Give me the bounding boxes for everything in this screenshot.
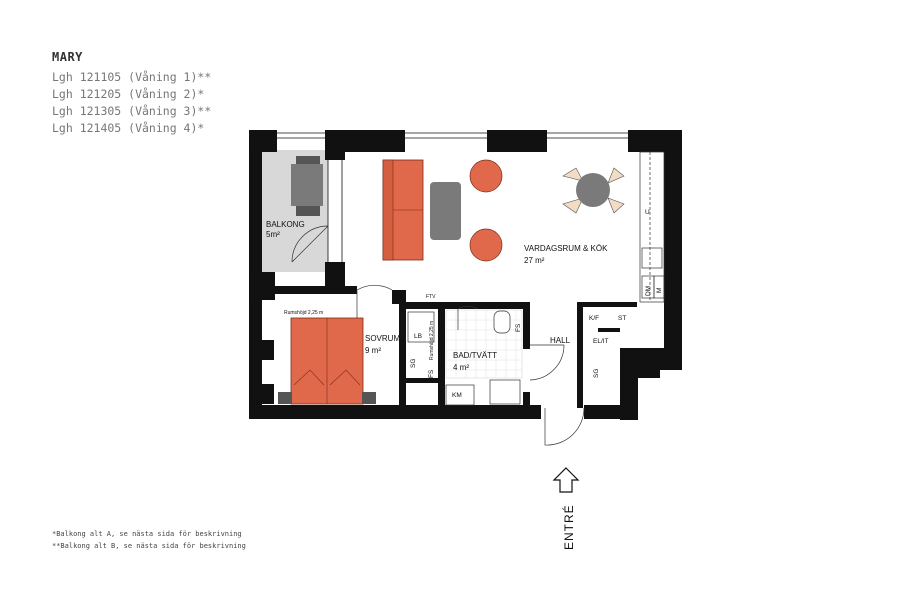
label-sg-hall: SG xyxy=(593,369,600,378)
bedroom-area: 9 m² xyxy=(365,346,381,355)
unit-line-3: Lgh 121305 (Våning 3)** xyxy=(52,104,212,118)
bed xyxy=(278,317,376,405)
label-u: U xyxy=(645,209,650,216)
sofa xyxy=(382,159,424,261)
label-st: ST xyxy=(618,315,626,322)
hall-label: HALL xyxy=(550,336,571,345)
label-dm: DM xyxy=(645,286,652,296)
balcony-area: 5m² xyxy=(266,230,280,239)
label-kf: K/F xyxy=(589,315,599,322)
unit-line-2: Lgh 121205 (Våning 2)* xyxy=(52,87,205,101)
label-room-height-bath: Rumshöjd 2,25 m xyxy=(429,321,435,360)
windows xyxy=(251,132,628,405)
bedroom-label: SOVRUM xyxy=(365,334,400,343)
dining-set xyxy=(562,167,625,214)
label-room-height: Rumshöjd 2,25 m xyxy=(284,310,323,316)
label-km: KM xyxy=(452,392,462,399)
bathroom-area: 4 m² xyxy=(453,363,469,372)
bathroom-label: BAD/TVÄTT xyxy=(453,351,497,360)
label-m: M xyxy=(656,288,663,293)
entrance-label: ENTRÉ xyxy=(561,504,576,550)
balcony-furniture xyxy=(291,156,323,216)
balcony-label: BALKONG xyxy=(266,220,305,229)
unit-line-1: Lgh 121105 (Våning 1)** xyxy=(52,70,212,84)
armchairs xyxy=(469,159,503,262)
walls xyxy=(249,130,682,420)
footnotes: *Balkong alt A, se nästa sida för beskri… xyxy=(52,528,246,552)
label-lb: LB xyxy=(414,333,422,340)
label-fs-bath: FS xyxy=(515,323,522,332)
living-room-area: 27 m² xyxy=(524,256,545,265)
door-swings xyxy=(291,225,585,446)
bathroom-floor-grid xyxy=(445,309,523,379)
label-sg-bed: SG xyxy=(410,359,417,368)
label-elit: EL/IT xyxy=(593,338,609,345)
kitchen-counter xyxy=(639,151,665,303)
label-ftv: FTV xyxy=(426,294,436,300)
unit-header: MARY Lgh 121105 (Våning 1)** Lgh 121205 … xyxy=(52,50,211,137)
label-fs-bed: FS xyxy=(428,369,435,378)
footnote-2: **Balkong alt B, se nästa sida för beskr… xyxy=(52,542,246,550)
coffee-table xyxy=(430,182,461,240)
living-room-label: VARDAGSRUM & KÖK xyxy=(524,244,608,253)
bath-fixtures xyxy=(407,310,521,406)
entrance-arrow-icon xyxy=(552,467,580,493)
footnote-1: *Balkong alt A, se nästa sida för beskri… xyxy=(52,530,242,538)
unit-line-4: Lgh 121405 (Våning 4)* xyxy=(52,121,205,135)
building-name: MARY xyxy=(52,50,83,64)
